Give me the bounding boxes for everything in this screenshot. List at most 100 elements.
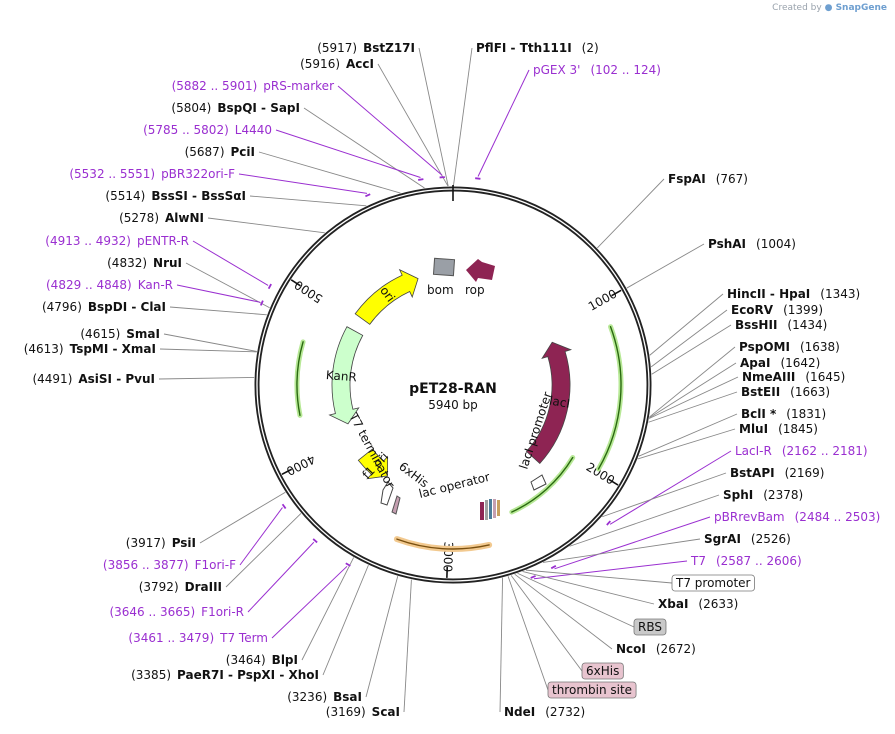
fspai-site-label: FspAI(767) bbox=[668, 172, 748, 186]
bsssi-bsss-i-site-label: (5514)BssSI - BssSαI bbox=[105, 189, 246, 203]
laci-inner-line bbox=[511, 456, 574, 513]
tick-label-4000: 4000 bbox=[284, 452, 318, 479]
primer-site-mark bbox=[312, 538, 318, 544]
pbr322ori-f-name: pBR322ori-F bbox=[161, 167, 235, 181]
leader-line bbox=[626, 243, 705, 289]
alwni-site-label: (5278)AlwNI bbox=[119, 211, 204, 225]
xbai-name: XbaI bbox=[658, 597, 688, 611]
tick-label-1000: 1000 bbox=[586, 287, 619, 314]
lac-operator-label: lac operator bbox=[417, 470, 491, 501]
asisi-pvui-position: (4491) bbox=[32, 372, 72, 386]
bsai-position: (3236) bbox=[287, 690, 327, 704]
sgrai-position: (2526) bbox=[751, 532, 791, 546]
fspai-name: FspAI bbox=[668, 172, 706, 186]
ncoi-name: NcoI bbox=[616, 642, 646, 656]
paer7i-pspxi-xhoi-position: (3385) bbox=[131, 668, 171, 682]
leader-line bbox=[569, 494, 720, 547]
primer-site-mark bbox=[530, 575, 536, 579]
leader-line bbox=[648, 391, 738, 423]
leader-line bbox=[365, 576, 399, 698]
l4440-primer-label: (5785 .. 5802)L4440 bbox=[143, 123, 272, 137]
leader-line bbox=[192, 240, 269, 286]
leader-line bbox=[247, 541, 315, 613]
tick-mark-5000 bbox=[290, 279, 301, 287]
bcli-position: (1831) bbox=[786, 407, 826, 421]
pbrrevbam-name: pBRrevBam bbox=[714, 510, 785, 524]
leader-line bbox=[275, 129, 421, 179]
psii-site-label: (3917)PsiI bbox=[126, 536, 196, 550]
thrombin-block bbox=[497, 500, 500, 516]
his-tag-block bbox=[493, 499, 496, 518]
credit-prefix: Created by bbox=[772, 3, 822, 13]
tspmi-xmai-name: TspMI - XmaI bbox=[70, 342, 156, 356]
l4440-name: L4440 bbox=[235, 123, 272, 137]
prs-marker-name: pRS-marker bbox=[263, 79, 334, 93]
leader-line bbox=[542, 538, 701, 563]
leader-line bbox=[596, 178, 665, 249]
pflfi-tth111i-name: PflFI - Tth111I bbox=[476, 41, 572, 55]
leader-line bbox=[225, 513, 302, 588]
f1-ori-feature-arrow bbox=[357, 448, 388, 480]
draiii-position: (3792) bbox=[139, 580, 179, 594]
leader-line bbox=[337, 85, 443, 176]
f1ori-r-name: F1ori-R bbox=[201, 605, 244, 619]
bstz17i-position: (5917) bbox=[317, 41, 357, 55]
leader-line bbox=[158, 376, 255, 380]
leader-line bbox=[159, 348, 257, 353]
t7-position: (2587 .. 2606) bbox=[716, 554, 802, 568]
primer-site-mark bbox=[365, 193, 371, 198]
acci-position: (5916) bbox=[300, 57, 340, 71]
bsteii-position: (1663) bbox=[790, 385, 830, 399]
kanr-feature-arrow bbox=[328, 326, 364, 425]
scai-site-label: (3169)ScaI bbox=[326, 705, 400, 719]
leader-line bbox=[651, 324, 732, 375]
pspomi-site-label: PspOMI(1638) bbox=[739, 340, 840, 354]
leader-line bbox=[533, 560, 688, 580]
primer-site-mark bbox=[606, 520, 612, 526]
nmeaiii-name: NmeAIII bbox=[742, 370, 795, 384]
sgrai-site-label: SgrAI(2526) bbox=[704, 532, 791, 546]
leader-line bbox=[510, 575, 583, 672]
nmeaiii-site-label: NmeAIII(1645) bbox=[742, 370, 845, 384]
pgex-3-position: (102 .. 124) bbox=[590, 63, 660, 77]
prs-marker-position: (5882 .. 5901) bbox=[172, 79, 258, 93]
bom-feature bbox=[432, 257, 456, 277]
blpi-position: (3464) bbox=[226, 653, 266, 667]
site-labels: (5917)BstZ17I(5916)AccI(5882 .. 5901)pRS… bbox=[24, 41, 881, 719]
pgex-3-name: pGEX 3' bbox=[533, 63, 580, 77]
leader-line bbox=[514, 573, 613, 650]
snapgene-logo: ● SnapGene bbox=[824, 3, 887, 13]
bsai-site-label: (3236) BsaI bbox=[287, 690, 362, 704]
f1ori-f-name: F1ori-F bbox=[195, 558, 236, 572]
plasmid-size: 5940 bp bbox=[428, 398, 478, 412]
pcii-name: PciI bbox=[231, 145, 256, 159]
cds-block-1 bbox=[480, 502, 484, 520]
f1ori-r-position: (3646 .. 3665) bbox=[109, 605, 195, 619]
ncoi-position: (2672) bbox=[656, 642, 696, 656]
f1ori-f-position: (3856 .. 3877) bbox=[103, 558, 189, 572]
primer-site-mark bbox=[345, 562, 351, 567]
psii-name: PsiI bbox=[172, 536, 196, 550]
mlui-name: MluI bbox=[739, 422, 768, 436]
pentr-r-position: (4913 .. 4932) bbox=[45, 234, 131, 248]
pcii-site-label: (5687)PciI bbox=[185, 145, 255, 159]
6xhis-c-terminal-feature bbox=[391, 495, 401, 515]
t7-term-primer-label: (3461 .. 3479)T7 Term bbox=[128, 631, 268, 645]
leader-line bbox=[185, 262, 270, 309]
bsai-name: BsaI bbox=[333, 690, 362, 704]
t7-term-name: T7 Term bbox=[219, 631, 268, 645]
mlui-position: (1845) bbox=[778, 422, 818, 436]
lac-operator-block bbox=[489, 499, 492, 519]
rbs-feature-tag: RBS bbox=[638, 620, 662, 634]
6xhis-feature-tag: 6xHis bbox=[586, 664, 619, 678]
mlui-site-label: MluI (1845) bbox=[739, 422, 818, 436]
leader-line bbox=[507, 576, 549, 691]
leader-line bbox=[377, 63, 449, 187]
bstz17i-site-label: (5917)BstZ17I bbox=[317, 41, 415, 55]
bom-label: bom bbox=[427, 283, 454, 297]
tick-mark-2000 bbox=[608, 478, 619, 486]
f1ori-f-primer-label: (3856 .. 3877) F1ori-F bbox=[103, 558, 236, 572]
ori-feature-arrow bbox=[354, 268, 419, 325]
leader-line bbox=[609, 450, 732, 525]
